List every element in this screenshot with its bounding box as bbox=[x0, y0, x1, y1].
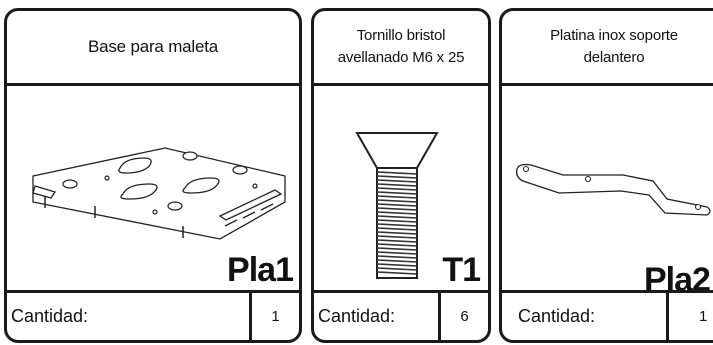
quantity-value: 6 bbox=[438, 293, 488, 340]
quantity-label: Cantidad: bbox=[518, 306, 596, 326]
quantity-label: Cantidad: bbox=[11, 306, 89, 326]
quantity-row: Cantidad: 6 bbox=[314, 290, 488, 340]
part-card-pla1: Base para maleta Pla1 Cantidad: 1 bbox=[4, 8, 302, 343]
quantity-value: 1 bbox=[666, 293, 713, 340]
part-title-box: Tornillo bristol avellanado M6 x 25 bbox=[314, 11, 488, 86]
part-card-t1: Tornillo bristol avellanado M6 x 25 T1 C… bbox=[311, 8, 491, 343]
countersunk-screw-image bbox=[355, 132, 439, 279]
quantity-row: Cantidad: 1 bbox=[502, 290, 713, 340]
quantity-value: 1 bbox=[249, 293, 299, 340]
suitcase-base-plate-image bbox=[32, 147, 286, 240]
part-title-box: Platina inox soporte delantero bbox=[502, 11, 713, 86]
part-title: Platina inox soporte delantero bbox=[550, 27, 678, 66]
part-title-box: Base para maleta bbox=[7, 11, 299, 86]
part-card-pla2: Platina inox soporte delantero Pla2 Cant… bbox=[499, 8, 713, 343]
quantity-row: Cantidad: 1 bbox=[7, 290, 299, 340]
front-support-bracket-image bbox=[515, 163, 711, 216]
part-code: T1 bbox=[442, 251, 481, 289]
part-title: Tornillo bristol avellanado M6 x 25 bbox=[337, 27, 465, 66]
quantity-label: Cantidad: bbox=[318, 306, 396, 326]
part-code: Pla1 bbox=[227, 251, 294, 289]
part-title: Base para maleta bbox=[87, 37, 219, 56]
